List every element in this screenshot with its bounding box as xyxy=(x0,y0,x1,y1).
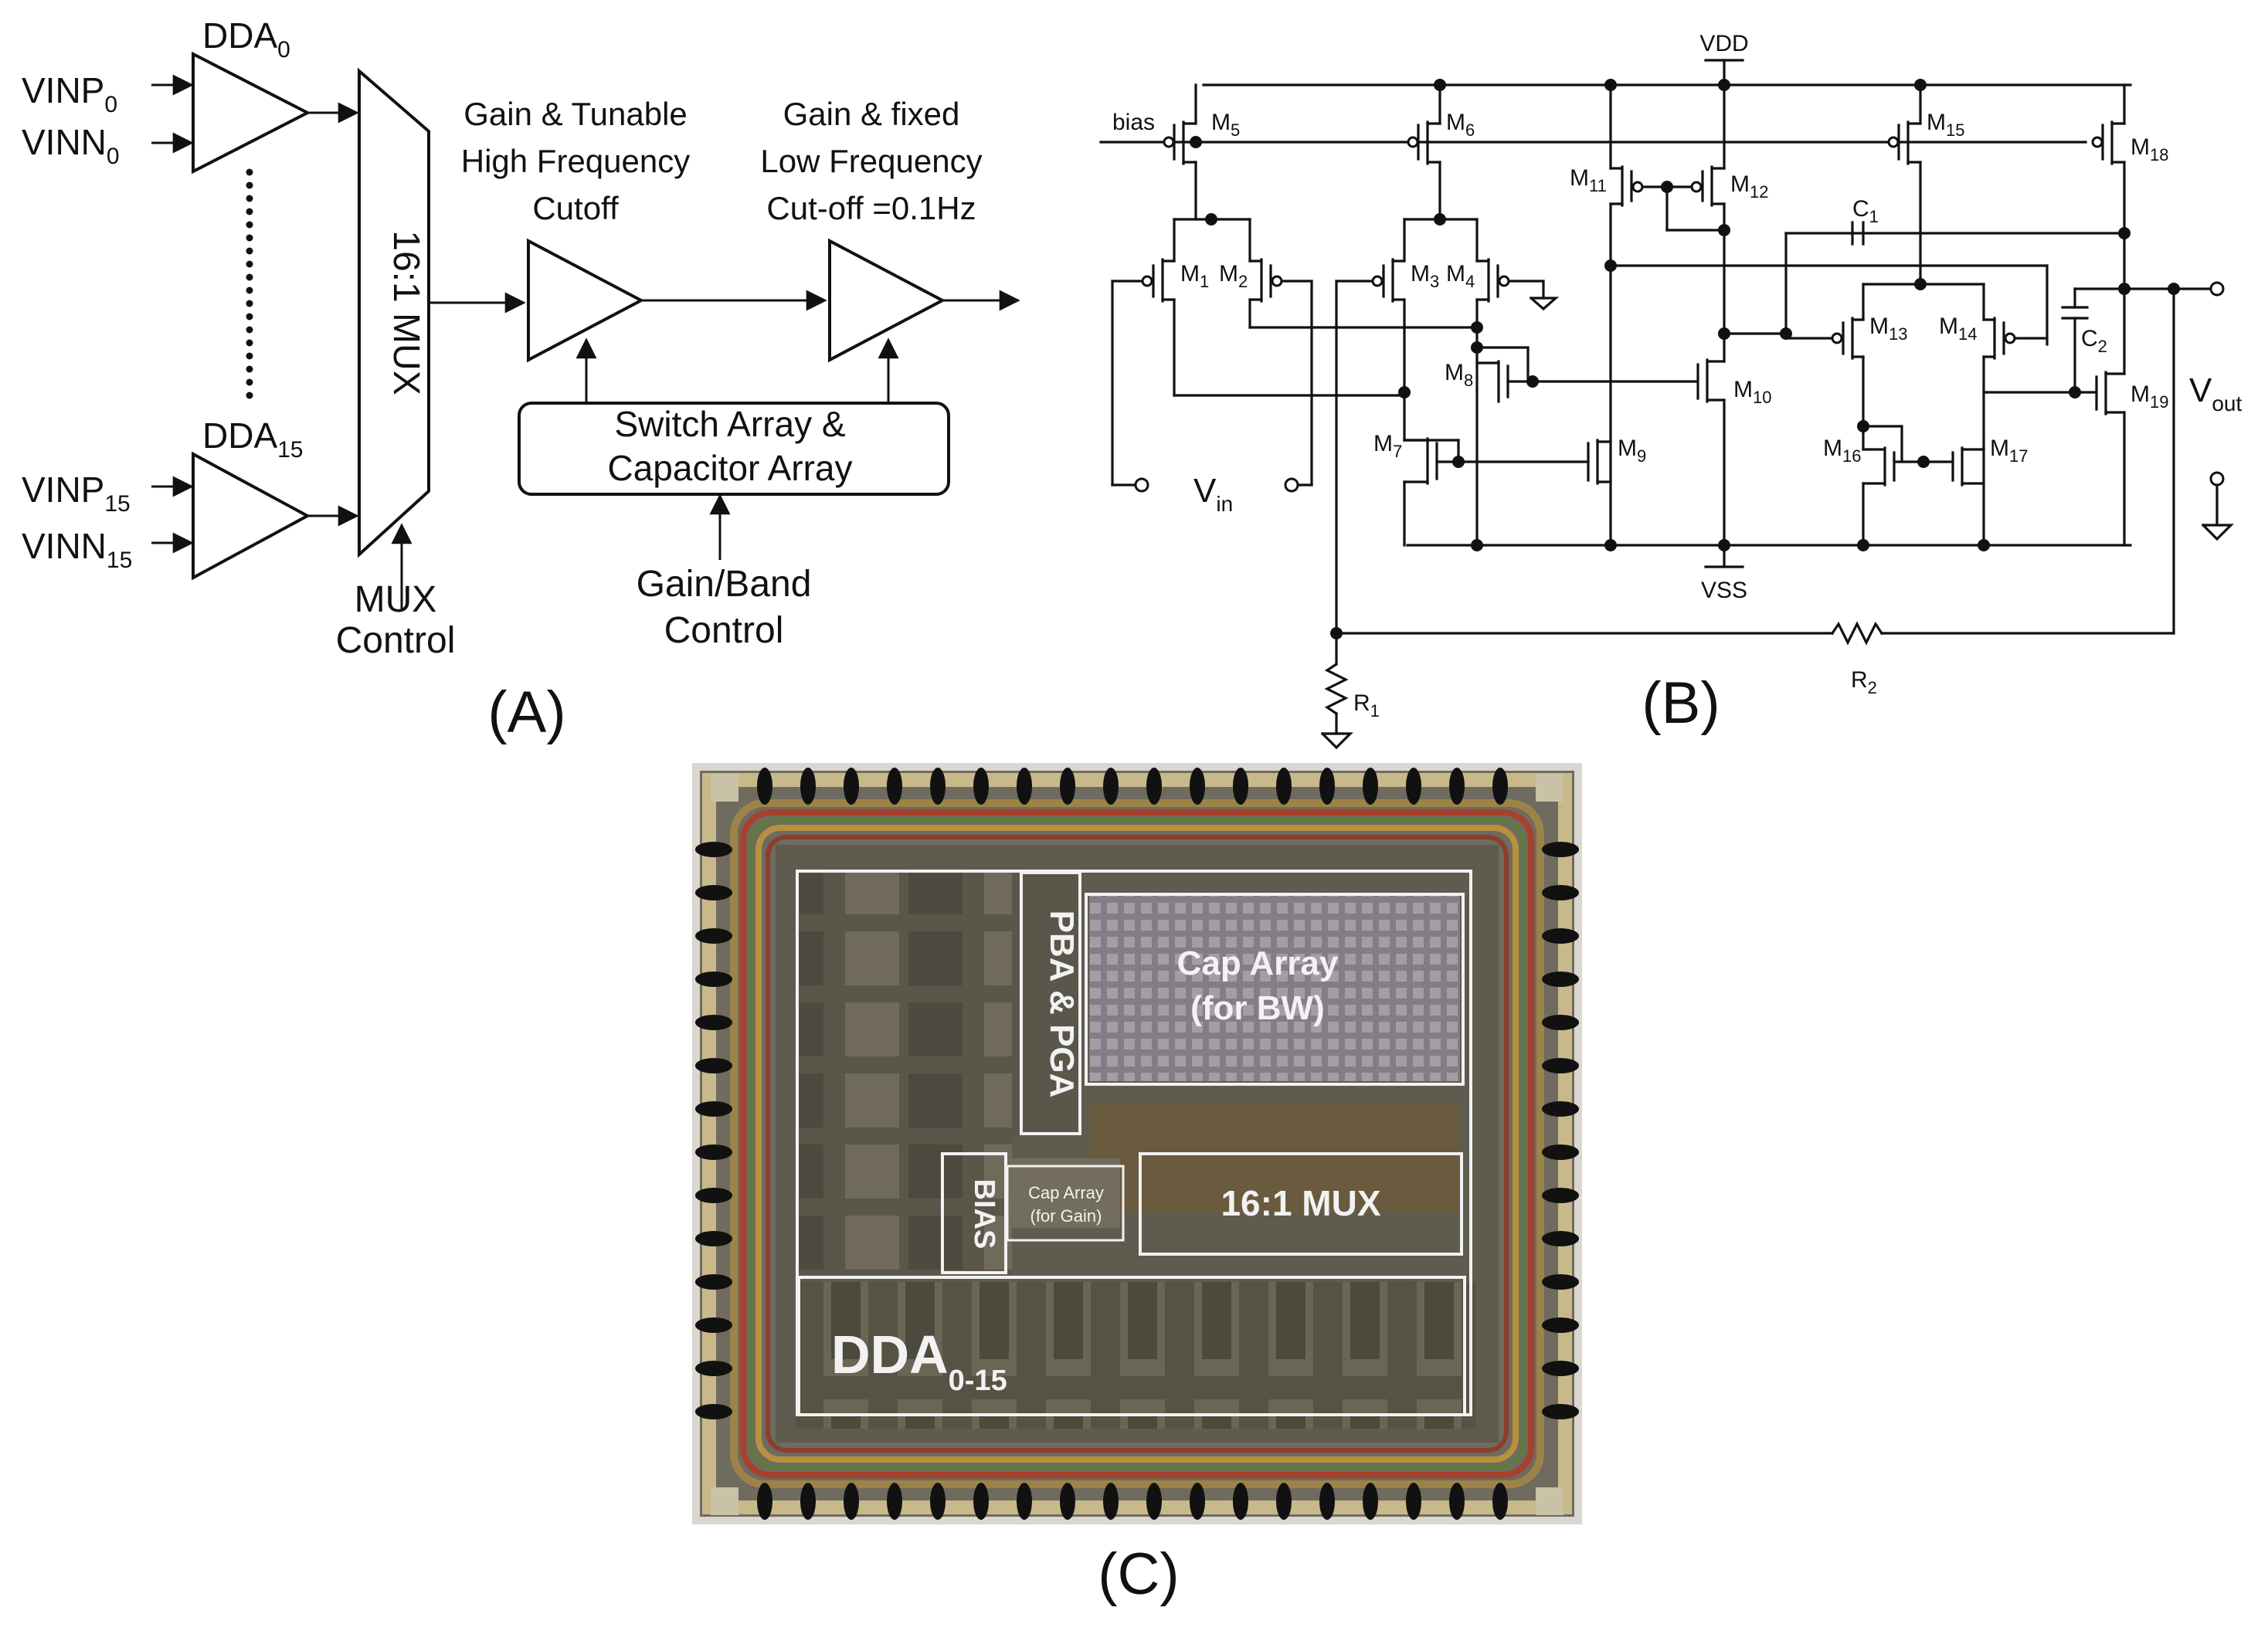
metal-ring-red xyxy=(740,809,1534,1478)
vin-label: Vin xyxy=(1193,472,1233,516)
bond-wires xyxy=(695,768,1579,1520)
metal-ring-gold xyxy=(730,799,1544,1488)
input-vinn15-label: VINN15 xyxy=(22,526,132,573)
bias-block xyxy=(941,1152,1007,1274)
r2-label: R2 xyxy=(1851,667,1877,697)
m11-label: M11 xyxy=(1570,165,1607,195)
resistor-r2 xyxy=(1830,621,1884,646)
cap-array-gain-label-1: Cap Array xyxy=(1028,1183,1104,1202)
mux-die-label: 16:1 MUX xyxy=(1221,1183,1380,1223)
switch-capacitor-array-box xyxy=(518,402,950,496)
panel-c-label: (C) xyxy=(1098,1541,1180,1607)
stage2-caption-1: Gain & fixed xyxy=(783,96,960,132)
stage2-caption-2: Low Frequency xyxy=(760,143,982,179)
mux-block-label: 16:1 MUX xyxy=(385,230,426,395)
cap-array-bw-block xyxy=(1085,893,1465,1086)
panel-c-die-photo: PBA & PGA Cap Array (for BW) BIAS Cap Ar… xyxy=(692,763,1582,1607)
cap-array-bw-label-1: Cap Array xyxy=(1177,944,1339,982)
pba-pga-block xyxy=(1020,871,1081,1135)
m16-label: M16 xyxy=(1823,436,1861,466)
stage1-caption-2: High Frequency xyxy=(461,143,690,179)
pba-pga-label: PBA & PGA xyxy=(1043,910,1081,1098)
gain-band-control-label-1: Gain/Band xyxy=(637,564,812,605)
mux-block xyxy=(358,67,430,558)
dda-top-label: DDA0 xyxy=(202,15,290,63)
stage1-caption-1: Gain & Tunable xyxy=(463,96,688,132)
dda-top-amplifier xyxy=(192,51,311,175)
dda-ellipsis-dots xyxy=(246,168,253,399)
switch-box-label-2: Capacitor Array xyxy=(607,448,852,488)
m9-label: M9 xyxy=(1618,436,1646,466)
m14-label: M14 xyxy=(1939,314,1977,344)
vss-label: VSS xyxy=(1701,578,1747,603)
vdd-label: VDD xyxy=(1699,31,1748,56)
dda-bottom-amplifier xyxy=(192,451,311,581)
stage1-amplifier xyxy=(527,238,645,363)
bias-label: BIAS xyxy=(968,1179,1000,1250)
stage2-caption-3: Cut-off =0.1Hz xyxy=(766,190,976,226)
dda-bottom-label: DDA15 xyxy=(202,415,304,463)
m3-label: M3 xyxy=(1411,261,1439,291)
dda-block-die xyxy=(797,1276,1466,1416)
m2-label: M2 xyxy=(1219,261,1248,291)
gain-band-control-label-2: Control xyxy=(664,610,784,651)
c2-label: C2 xyxy=(2081,326,2107,356)
stage1-caption-3: Cutoff xyxy=(532,190,619,226)
m1-label: M1 xyxy=(1180,261,1209,291)
m13-label: M13 xyxy=(1869,314,1907,344)
c1-label: C1 xyxy=(1852,196,1879,226)
panel-b-schematic: VDD VSS bias xyxy=(1099,31,2243,750)
pmos-current-sources xyxy=(1163,83,2126,290)
m7-label: M7 xyxy=(1373,431,1402,461)
mux-control-label-1: MUX xyxy=(355,579,437,620)
m5-label: M5 xyxy=(1211,110,1240,140)
input-vinn0-label: VINN0 xyxy=(22,122,120,169)
mux-block-die xyxy=(1139,1152,1463,1256)
cap-array-gain-label-2: (for Gain) xyxy=(1030,1206,1102,1226)
cap-array-bw-label-2: (for BW) xyxy=(1190,989,1325,1027)
m8-label: M8 xyxy=(1445,360,1473,390)
m4-label: M4 xyxy=(1446,261,1475,291)
m17-label: M17 xyxy=(1990,436,2028,466)
m10-label: M10 xyxy=(1733,377,1771,407)
m19-label: M19 xyxy=(2130,381,2168,412)
switch-box-label-1: Switch Array & xyxy=(614,404,845,444)
stage2-amplifier xyxy=(828,238,946,363)
input-vinp0-label: VINP0 xyxy=(22,70,117,117)
input-vinp15-label: VINP15 xyxy=(22,470,131,517)
r1-label: R1 xyxy=(1353,690,1380,721)
panel-a-label: (A) xyxy=(487,680,565,745)
dda-die-label: DDA0-15 xyxy=(831,1324,1007,1397)
m6-label: M6 xyxy=(1446,110,1475,140)
panel-b-label: (B) xyxy=(1642,670,1720,736)
mux-control-label-2: Control xyxy=(336,620,456,661)
panel-a-block-diagram: DDA0 VINP0 VINN0 DDA15 VINP15 VINN15 16: xyxy=(22,15,1020,745)
resistor-r1 xyxy=(1324,662,1349,716)
m12-label: M12 xyxy=(1730,171,1768,202)
bias-label: bias xyxy=(1112,110,1155,135)
m18-label: M18 xyxy=(2130,134,2168,164)
cap-array-gain-block xyxy=(1006,1165,1125,1242)
m15-label: M15 xyxy=(1927,110,1964,140)
vout-label: Vout xyxy=(2189,371,2243,415)
